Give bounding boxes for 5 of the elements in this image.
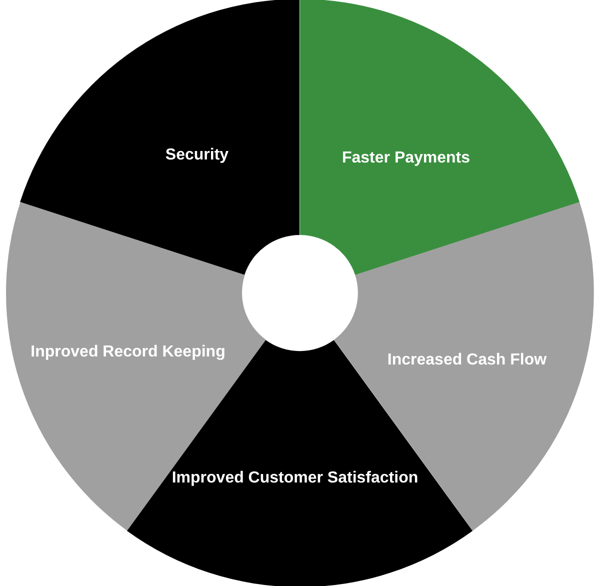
segment-label: Security (165, 145, 229, 165)
segment-label: Increased Cash Flow (387, 350, 547, 370)
segment-label: Improved Customer Satisfaction (172, 468, 418, 488)
segment-label: Inproved Record Keeping (30, 342, 226, 362)
segment-label: Faster Payments (342, 148, 470, 168)
